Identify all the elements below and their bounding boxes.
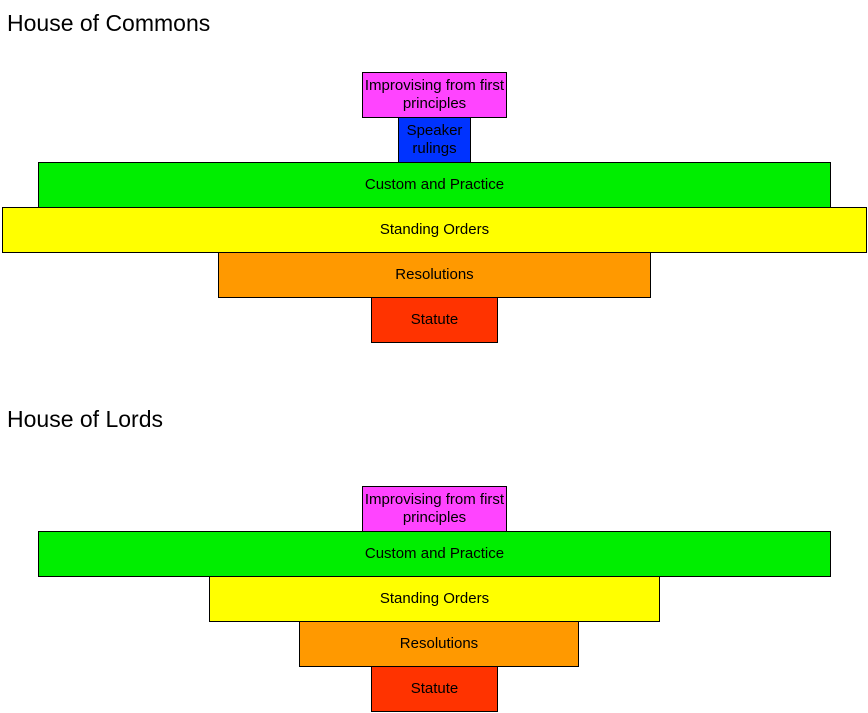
commons-speaker-rulings-block: Speaker rulings	[398, 117, 471, 163]
lords-statute-block: Statute	[371, 666, 498, 712]
lords-resolutions-label: Resolutions	[399, 635, 479, 652]
commons-statute-label: Statute	[410, 311, 459, 328]
commons-resolutions-block: Resolutions	[218, 252, 651, 298]
lords-statute-label: Statute	[410, 680, 459, 697]
lords-custom-practice-label: Custom and Practice	[364, 545, 505, 562]
lords-improvising-block: Improvising from first principles	[362, 486, 507, 532]
lords-resolutions-block: Resolutions	[299, 621, 579, 667]
commons-improvising-label: Improvising from first principles	[364, 77, 505, 112]
lords-improvising-label: Improvising from first principles	[364, 491, 505, 526]
lords-standing-orders-block: Standing Orders	[209, 576, 660, 622]
lords-standing-orders-label: Standing Orders	[379, 590, 490, 607]
lords-title: House of Lords	[7, 406, 163, 432]
commons-statute-block: Statute	[371, 297, 498, 343]
commons-improvising-block: Improvising from first principles	[362, 72, 507, 118]
commons-standing-orders-label: Standing Orders	[379, 221, 490, 238]
lords-custom-practice-block: Custom and Practice	[38, 531, 831, 577]
commons-speaker-rulings-label: Speaker rulings	[406, 122, 463, 157]
commons-title: House of Commons	[7, 10, 211, 36]
commons-standing-orders-block: Standing Orders	[2, 207, 867, 253]
commons-custom-practice-block: Custom and Practice	[38, 162, 831, 208]
commons-custom-practice-label: Custom and Practice	[364, 176, 505, 193]
commons-resolutions-label: Resolutions	[395, 266, 474, 283]
